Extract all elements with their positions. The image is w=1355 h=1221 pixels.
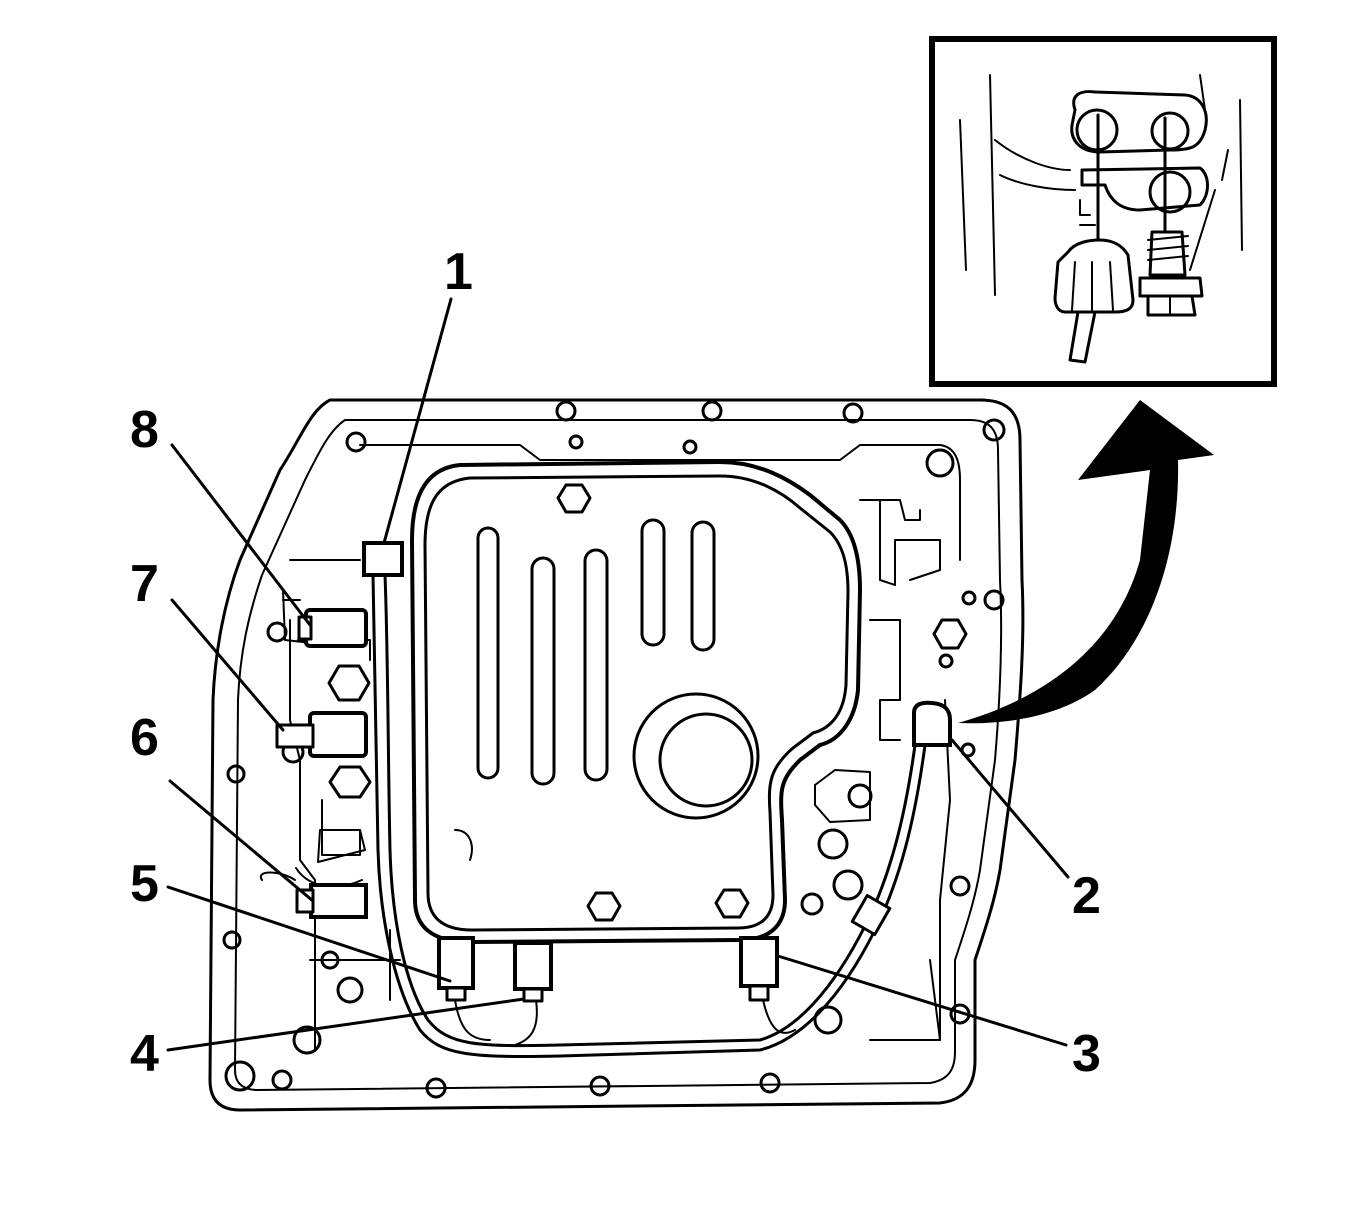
connector-2 <box>912 700 952 747</box>
callout-1: 1 <box>444 243 473 301</box>
detail-inset <box>929 36 1277 387</box>
case-bolt-holes <box>222 400 1006 1099</box>
callout-6: 6 <box>130 709 159 767</box>
callout-3: 3 <box>1072 1025 1101 1083</box>
wire-harness <box>282 573 927 1059</box>
callout-7: 7 <box>130 555 159 613</box>
leader-lines <box>166 297 1070 1052</box>
callout-5: 5 <box>130 855 159 913</box>
valve-body-left <box>259 559 401 1004</box>
callout-8: 8 <box>130 401 159 459</box>
connector-4 <box>513 941 553 1003</box>
connector-3 <box>739 936 779 1002</box>
connector-1 <box>362 541 404 577</box>
connector-7 <box>275 711 368 758</box>
callout-4: 4 <box>130 1025 159 1083</box>
connector-6 <box>295 883 368 919</box>
callout-2: 2 <box>1072 867 1101 925</box>
valve-body-right <box>800 499 968 1041</box>
connector-5 <box>437 936 475 1002</box>
oil-pan <box>409 459 863 945</box>
connector-8 <box>297 608 368 648</box>
detail-arrow <box>958 400 1214 724</box>
